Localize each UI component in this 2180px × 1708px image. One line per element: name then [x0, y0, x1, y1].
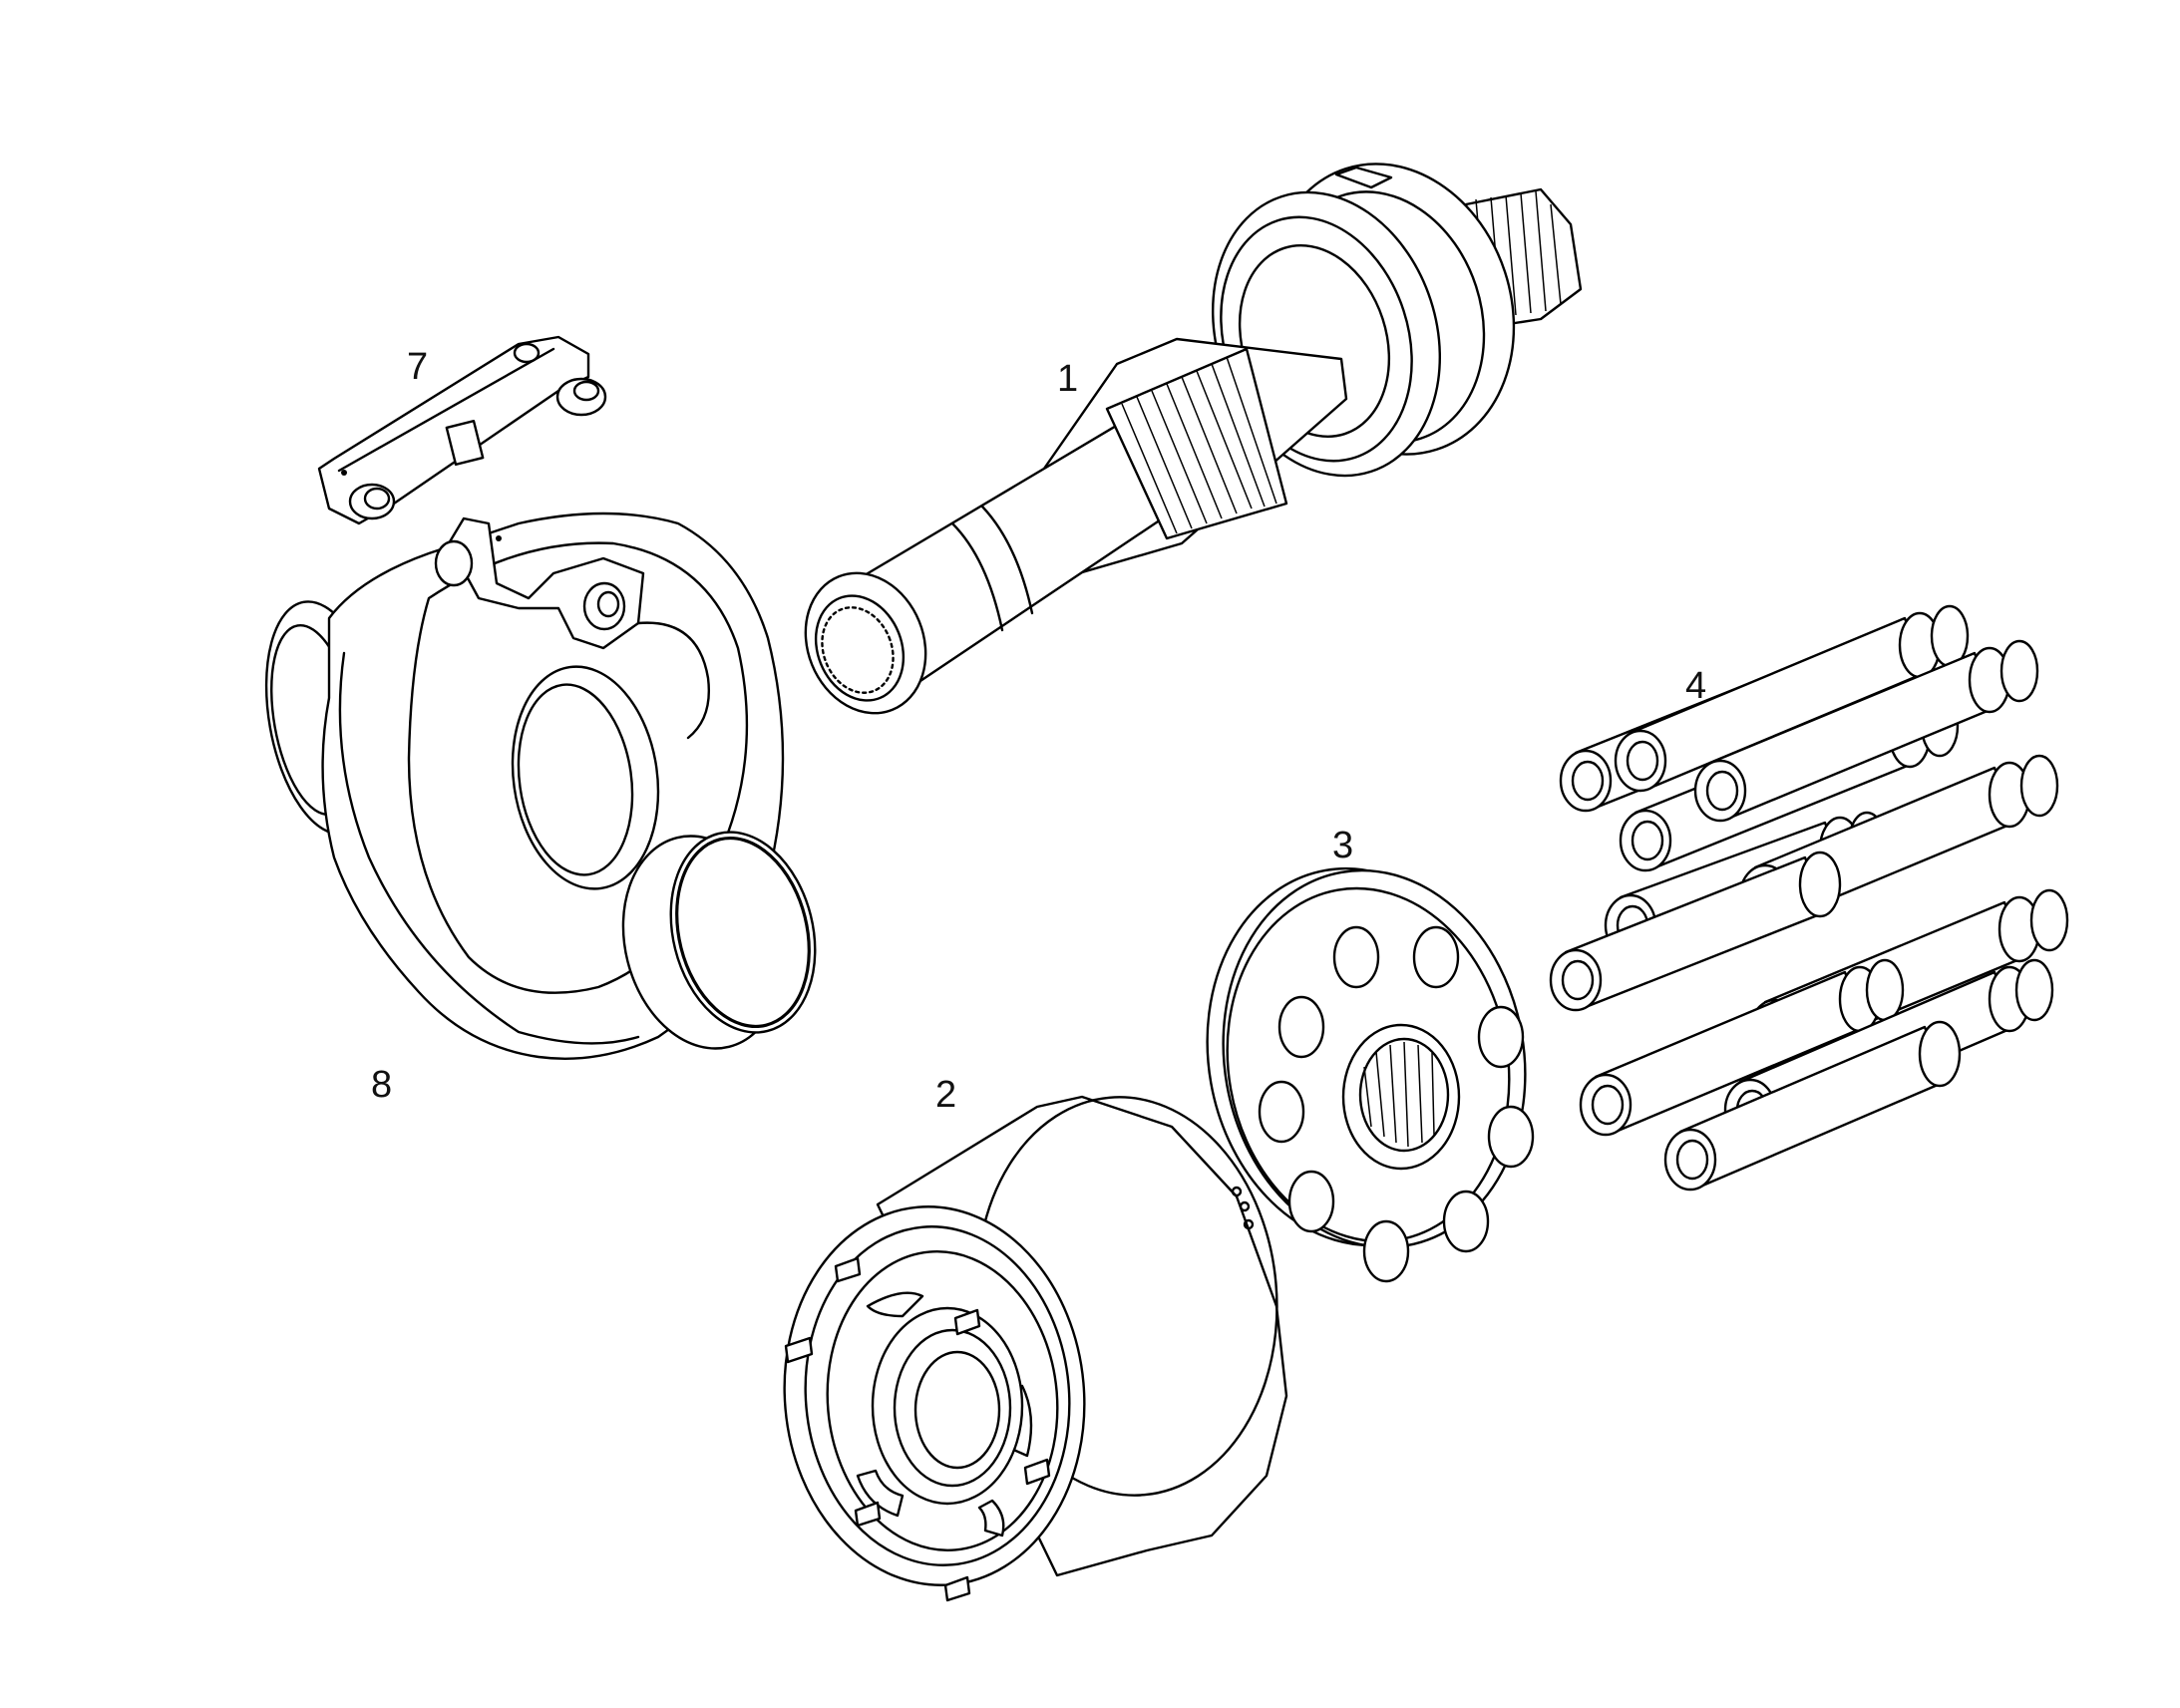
cylinder-block	[783, 1095, 1288, 1602]
piston-set	[1549, 604, 2069, 1192]
callout-4: 4	[1685, 665, 1706, 707]
callout-1: 1	[1057, 358, 1078, 400]
swash-plate	[264, 512, 817, 1060]
callout-3: 3	[1332, 825, 1353, 866]
callout-2: 2	[935, 1074, 956, 1116]
retainer-plate	[1206, 866, 1535, 1283]
callout-7: 7	[407, 346, 428, 388]
drive-shaft	[804, 163, 1583, 715]
callout-8: 8	[371, 1064, 392, 1106]
link-arm	[317, 335, 607, 525]
